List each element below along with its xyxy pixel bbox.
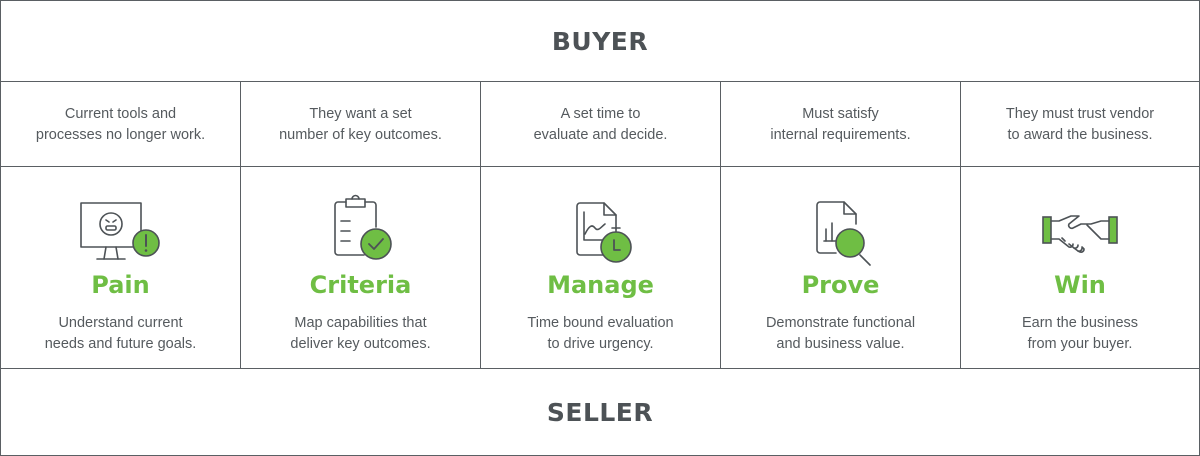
stage-desc-criteria: Map capabilities that deliver key outcom… (290, 315, 431, 352)
stage-title-criteria: Criteria (309, 271, 412, 299)
stage-title-manage: Manage (547, 271, 654, 299)
buyer-need-manage: A set time to evaluate and decide. (481, 82, 721, 166)
seller-stages-row: Pain Understand current needs and future… (1, 167, 1199, 369)
seller-band: SELLER (1, 368, 1199, 455)
buyer-need-prove: Must satisfy internal requirements. (721, 82, 961, 166)
buyer-need-win: They must trust vendor to award the busi… (1005, 106, 1155, 143)
stage-prove: Prove Demonstrate functional and busines… (721, 167, 961, 369)
seller-title: SELLER (546, 397, 654, 427)
buyer-need-pain: Current tools and processes no longer wo… (1, 82, 241, 166)
buyer-title: BUYER (551, 26, 649, 56)
stage-desc-pain: Understand current needs and future goal… (44, 315, 197, 352)
stage-title-pain: Pain (91, 271, 150, 299)
stage-desc-win: Earn the business from your buyer. (1021, 315, 1139, 352)
monitor-warning-icon (79, 202, 160, 260)
clipboard-check-icon (333, 194, 392, 260)
buyer-needs-row: Current tools and processes no longer wo… (1, 82, 1199, 167)
handshake-icon (1042, 215, 1118, 253)
stage-pain: Pain Understand current needs and future… (1, 167, 241, 369)
document-clock-icon (575, 202, 632, 263)
stage-desc-prove: Demonstrate functional and business valu… (765, 315, 916, 352)
stage-manage: Manage Time bound evaluation to drive ur… (481, 167, 721, 369)
stage-criteria: Criteria Map capabilities that deliver k… (241, 167, 481, 369)
stage-win: Win Earn the business from your buyer. (961, 167, 1199, 369)
stage-desc-manage: Time bound evaluation to drive urgency. (527, 315, 674, 352)
buyer-band: BUYER (1, 1, 1199, 82)
stage-title-prove: Prove (801, 271, 880, 299)
document-magnifier-icon (815, 201, 871, 266)
buyer-need-criteria: They want a set number of key outcomes. (241, 82, 481, 166)
stage-title-win: Win (1054, 271, 1106, 299)
